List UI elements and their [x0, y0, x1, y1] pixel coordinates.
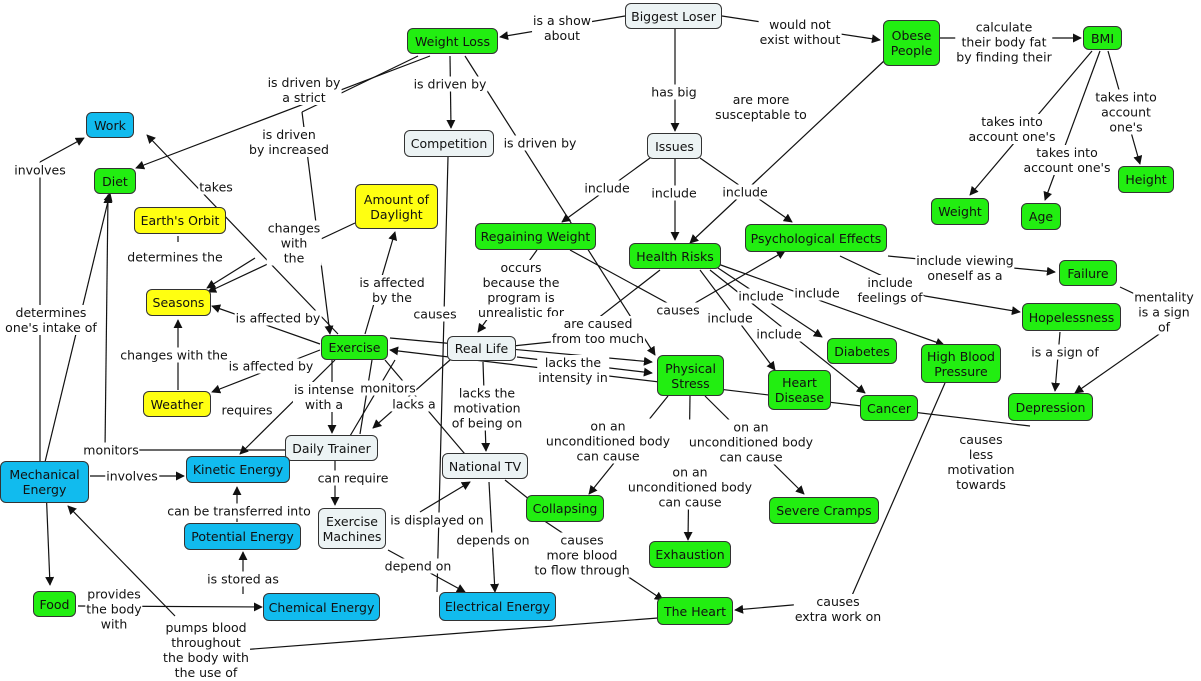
link-takes-into-age: takes into account one's: [1022, 145, 1112, 175]
link-depends-on: depends on: [455, 532, 531, 548]
link-takes-into-weight: takes into account one's: [967, 114, 1057, 144]
link-changes-with-the-daylight: changes with the: [266, 220, 322, 266]
link-has-big: has big: [650, 84, 698, 100]
link-affected-by-the: is affected by the: [358, 275, 426, 305]
link-pumps-blood: pumps blood throughout the body with the…: [162, 620, 250, 680]
link-causes-extra-work: causes extra work on: [793, 594, 883, 624]
link-include-diabetes: include: [737, 288, 785, 304]
link-caused-from-too-much: are caused from too much: [550, 316, 646, 346]
link-determines-intake: determines one's intake of: [4, 305, 98, 335]
node-health-risks[interactable]: Health Risks: [629, 243, 721, 269]
link-involves-kinetic: involves: [105, 468, 159, 484]
node-exercise-machines[interactable]: Exercise Machines: [318, 508, 386, 549]
node-chemical-energy[interactable]: Chemical Energy: [263, 593, 380, 621]
link-unconditioned-cramps: on an unconditioned body can cause: [687, 419, 815, 465]
link-affected-by-weather: is affected by: [227, 358, 315, 374]
node-potential-energy[interactable]: Potential Energy: [184, 523, 301, 550]
node-obese-people[interactable]: Obese People: [883, 20, 940, 66]
node-issues[interactable]: Issues: [647, 133, 702, 159]
link-occurs-because: occurs because the program is unrealisti…: [477, 260, 565, 320]
link-lacks-motivation: lacks the motivation of being on: [450, 385, 524, 431]
node-amount-of-daylight[interactable]: Amount of Daylight: [355, 184, 438, 229]
node-kinetic-energy[interactable]: Kinetic Energy: [186, 456, 290, 483]
node-food[interactable]: Food: [33, 591, 76, 617]
link-causes-less-motivation: causes less motivation towards: [946, 432, 1016, 492]
link-provides-body-with: provides the body with: [85, 586, 143, 632]
node-national-tv[interactable]: National TV: [442, 453, 528, 479]
link-include-heart-disease: include: [706, 310, 754, 326]
link-include-feelings: include feelings of: [856, 275, 924, 305]
link-include-regaining: include: [583, 180, 631, 196]
link-takes-into-height: takes into account one's: [1088, 89, 1164, 135]
link-would-not-exist-without: would not exist without: [758, 17, 842, 47]
node-weather[interactable]: Weather: [143, 391, 211, 417]
link-lacks-intensity: lacks the intensity in: [537, 355, 609, 385]
link-causes-exercise: causes: [412, 306, 458, 322]
node-age[interactable]: Age: [1021, 203, 1061, 230]
node-mechanical-energy[interactable]: Mechanical Energy: [0, 461, 89, 503]
node-hopelessness[interactable]: Hopelessness: [1022, 303, 1121, 331]
link-driven-by-competition: is driven by: [412, 76, 488, 92]
link-lacks-a: lacks a: [391, 396, 437, 412]
link-include-bp: include: [793, 285, 841, 301]
node-electrical-energy[interactable]: Electrical Energy: [439, 592, 556, 621]
link-include-viewing: include viewing oneself as a: [915, 253, 1015, 283]
node-real-life[interactable]: Real Life: [447, 336, 516, 361]
node-high-blood-pressure[interactable]: High Blood Pressure: [921, 344, 1001, 383]
node-depression[interactable]: Depression: [1008, 393, 1093, 421]
node-weight[interactable]: Weight: [931, 198, 989, 225]
node-severe-cramps[interactable]: Severe Cramps: [769, 497, 879, 524]
link-monitors-exercise: monitors: [359, 380, 417, 396]
node-failure[interactable]: Failure: [1059, 260, 1117, 286]
link-causes-more-blood: causes more blood to flow through: [533, 532, 631, 578]
link-driven-by-increased: is driven by increased: [248, 127, 330, 157]
node-height[interactable]: Height: [1118, 166, 1174, 193]
link-driven-by-strict: is driven by a strict: [266, 75, 342, 105]
link-calculate-body-fat: calculate their body fat by finding thei…: [955, 19, 1053, 65]
link-causes-regaining: causes: [655, 302, 701, 318]
node-the-heart[interactable]: The Heart: [657, 597, 733, 625]
link-changes-with-the-weather: changes with the: [119, 347, 229, 363]
link-include-health: include: [650, 185, 698, 201]
link-include-psych: include: [721, 184, 769, 200]
link-more-susceptable-to: are more susceptable to: [714, 92, 808, 122]
link-unconditioned-collapsing: on an unconditioned body can cause: [544, 418, 672, 464]
node-psychological-effects[interactable]: Psychological Effects: [745, 224, 887, 252]
node-bmi[interactable]: BMI: [1083, 26, 1122, 50]
node-collapsing[interactable]: Collapsing: [526, 495, 604, 522]
node-heart-disease[interactable]: Heart Disease: [768, 370, 831, 410]
node-work[interactable]: Work: [86, 112, 134, 138]
node-daily-trainer[interactable]: Daily Trainer: [285, 435, 378, 461]
node-competition[interactable]: Competition: [404, 130, 494, 157]
link-mentality-sign: mentality is a sign of: [1133, 289, 1195, 335]
node-diet[interactable]: Diet: [94, 168, 136, 194]
link-is-displayed-on: is displayed on: [389, 512, 485, 528]
node-physical-stress[interactable]: Physical Stress: [657, 355, 724, 396]
link-is-intense-with: is intense with a: [292, 382, 356, 412]
link-is-a-sign-of: is a sign of: [1030, 344, 1100, 360]
node-diabetes[interactable]: Diabetes: [827, 338, 897, 364]
node-cancer[interactable]: Cancer: [860, 395, 918, 421]
node-exhaustion[interactable]: Exhaustion: [649, 541, 731, 568]
link-include-cancer: include: [755, 326, 803, 342]
link-determines-the: determines the: [126, 249, 224, 265]
node-weight-loss[interactable]: Weight Loss: [407, 28, 498, 54]
node-biggest-loser[interactable]: Biggest Loser: [625, 3, 722, 29]
node-seasons[interactable]: Seasons: [146, 289, 211, 316]
node-earths-orbit[interactable]: Earth's Orbit: [134, 207, 226, 234]
link-is-stored-as: is stored as: [206, 571, 280, 587]
link-involves-work: involves: [13, 162, 67, 178]
link-can-be-transferred: can be transferred into: [166, 503, 312, 519]
link-monitors-diet: monitors: [82, 442, 140, 458]
node-exercise[interactable]: Exercise: [321, 335, 388, 360]
link-takes: takes: [198, 179, 234, 195]
link-depend-on: depend on: [383, 558, 453, 574]
link-unconditioned-exhaustion: on an unconditioned body can cause: [626, 464, 754, 510]
link-requires: requires: [220, 402, 274, 418]
link-can-require: can require: [316, 470, 390, 486]
link-driven-by-stress: is driven by: [502, 135, 578, 151]
node-regaining-weight[interactable]: Regaining Weight: [475, 223, 596, 250]
link-affected-by-seasons: is affected by: [234, 310, 322, 326]
link-is-a-show-about: is a show about: [532, 13, 592, 43]
